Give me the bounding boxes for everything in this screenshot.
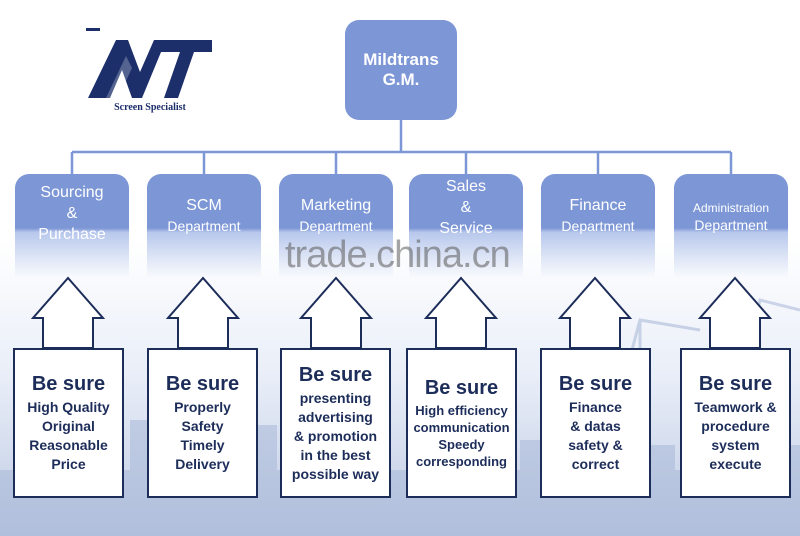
dept-label: Marketing Department: [299, 197, 373, 234]
card-line: procedure: [701, 418, 770, 434]
arrow-3: [298, 276, 374, 349]
card-line: execute: [709, 456, 762, 472]
gm-node: Mildtrans G.M.: [345, 20, 457, 120]
card-line: Properly: [174, 399, 231, 415]
card-line: High efficiency: [415, 403, 508, 418]
card-line: communication: [413, 420, 510, 435]
card-line: system: [711, 437, 760, 453]
card-line: Timely: [180, 437, 225, 453]
card-line: & datas: [570, 418, 621, 434]
dept-label: Sourcing & Purchase: [38, 184, 106, 243]
card-scm: Be sure Properly Safety Timely Delivery: [147, 348, 258, 498]
arrow-4: [423, 276, 499, 349]
card-sourcing: Be sure High Quality Original Reasonable…: [13, 348, 124, 498]
dept-sales-service: Sales & Service: [409, 174, 523, 278]
mildtrans-logo: [86, 28, 212, 98]
dept-finance: Finance Department: [541, 174, 655, 278]
card-sales: Be sure High efficiency communication Sp…: [406, 348, 517, 498]
card-heading: Be sure: [698, 373, 773, 395]
card-marketing: Be sure presenting advertising & promoti…: [280, 348, 391, 498]
card-administration: Be sure Teamwork & procedure system exec…: [680, 348, 791, 498]
dept-sourcing-purchase: Sourcing & Purchase: [15, 174, 129, 278]
dept-scm: SCM Department: [147, 174, 261, 278]
dept-marketing: Marketing Department: [279, 174, 393, 278]
card-line: Delivery: [175, 456, 230, 472]
dept-label: Finance Department: [561, 197, 635, 234]
card-finance: Be sure Finance & datas safety & correct: [540, 348, 651, 498]
card-heading: Be sure: [31, 373, 106, 395]
card-line: Price: [51, 456, 86, 472]
card-heading: Be sure: [165, 373, 240, 395]
gm-line1: Mildtrans: [363, 50, 439, 69]
card-line: Safety: [181, 418, 224, 434]
watermark-text: trade.china.cn: [285, 234, 511, 276]
arrow-5: [557, 276, 633, 349]
dept-label: Sales & Service: [439, 178, 493, 237]
card-line: Original: [42, 418, 95, 434]
card-heading: Be sure: [424, 377, 499, 399]
dept-label: SCM Department: [167, 197, 241, 234]
card-line: Teamwork &: [694, 399, 777, 415]
card-line: possible way: [291, 465, 380, 482]
card-line: Speedy: [438, 437, 485, 452]
card-line: High Quality: [27, 399, 110, 415]
card-heading: Be sure: [558, 373, 633, 395]
arrow-1: [30, 276, 106, 349]
card-line: Finance: [569, 399, 622, 415]
dept-label: Administration Department: [692, 201, 770, 233]
logo-tagline: Screen Specialist: [114, 102, 186, 113]
gm-line2: G.M.: [382, 70, 420, 89]
card-heading: Be sure: [298, 363, 373, 386]
dept-administration: Administration Department: [674, 174, 788, 278]
card-line: corresponding: [415, 454, 507, 469]
arrow-6: [697, 276, 773, 349]
card-line: safety &: [568, 437, 623, 453]
card-line: Reasonable: [29, 437, 108, 453]
card-line: in the best: [300, 446, 371, 463]
arrow-2: [165, 276, 241, 349]
card-line: advertising: [298, 408, 373, 425]
card-line: correct: [571, 456, 620, 472]
card-line: presenting: [299, 389, 372, 406]
card-line: & promotion: [293, 427, 378, 444]
